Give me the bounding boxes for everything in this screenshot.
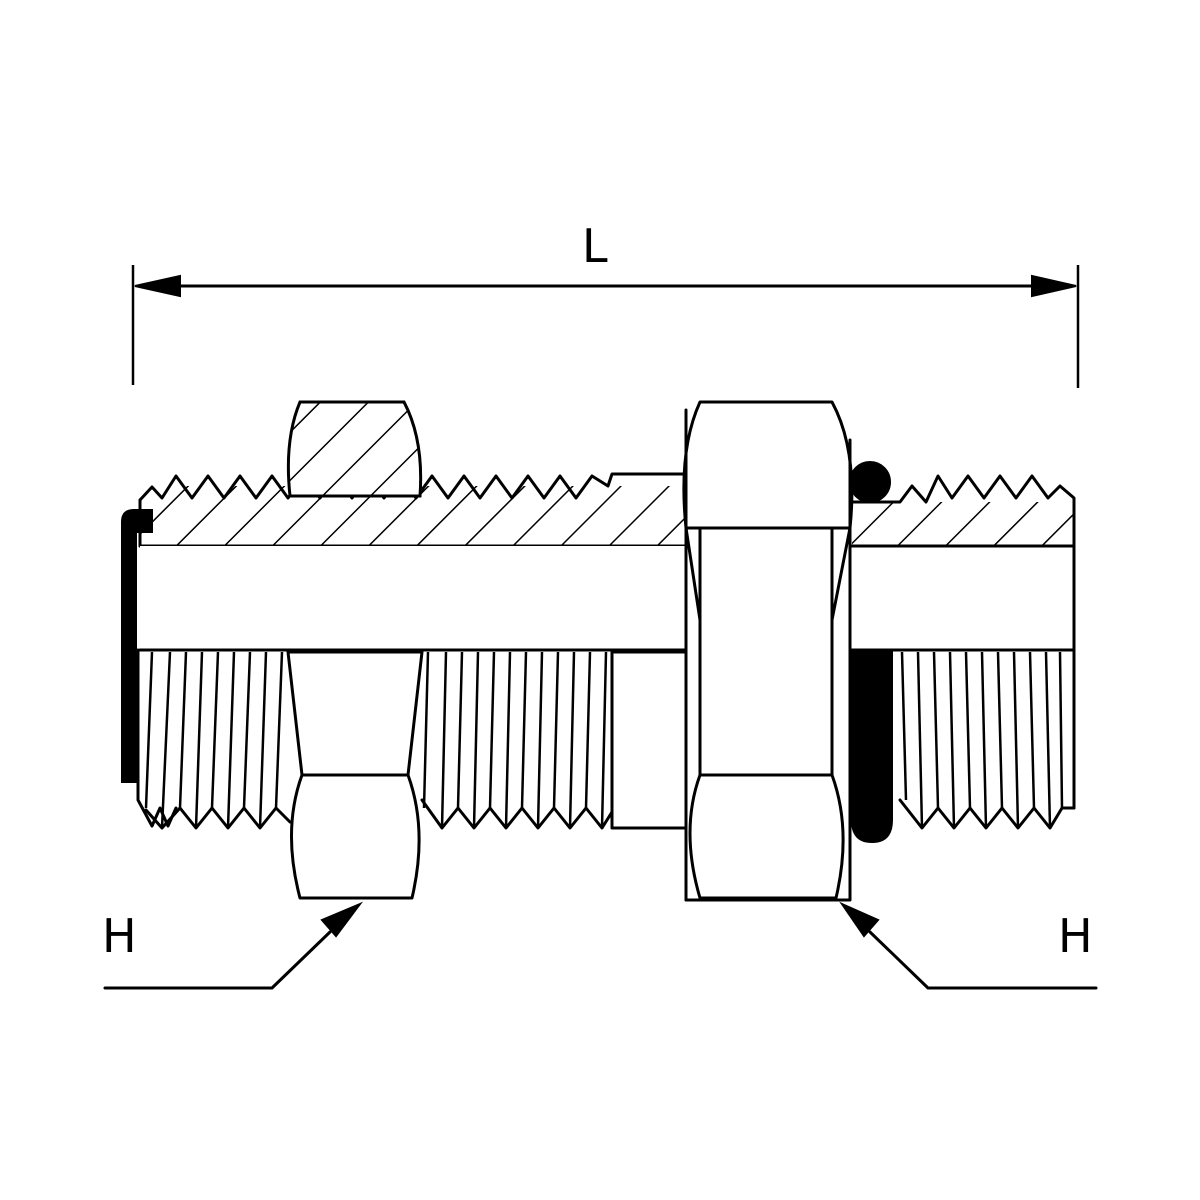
- threaded-body-left-view: [136, 648, 688, 830]
- bore-left: [140, 546, 686, 650]
- body-hex: [682, 400, 854, 902]
- arrowhead-hex-right-icon: [839, 901, 880, 938]
- arrowhead-left-icon: [134, 274, 181, 298]
- threaded-body-right-view: [898, 651, 1076, 830]
- threaded-body-right-section: [850, 474, 1076, 548]
- bore-right: [852, 548, 1074, 648]
- seal-left: [121, 509, 153, 783]
- length-label: L: [582, 219, 608, 273]
- arrowhead-right-icon: [1031, 274, 1077, 298]
- length-dimension: L: [131, 219, 1080, 388]
- hex-dimension-left: H: [102, 901, 364, 990]
- o-ring-bottom-view: [851, 651, 893, 844]
- o-ring-top-section: [849, 461, 891, 503]
- hex-dimension-right: H: [839, 901, 1098, 990]
- o-ring: [849, 461, 893, 844]
- hex-right-label: H: [1058, 909, 1093, 963]
- hex-left-label: H: [102, 909, 137, 963]
- arrowhead-hex-left-icon: [320, 901, 364, 938]
- lock-nut-left-hex: [286, 650, 424, 900]
- lock-nut-left-section: [286, 400, 423, 498]
